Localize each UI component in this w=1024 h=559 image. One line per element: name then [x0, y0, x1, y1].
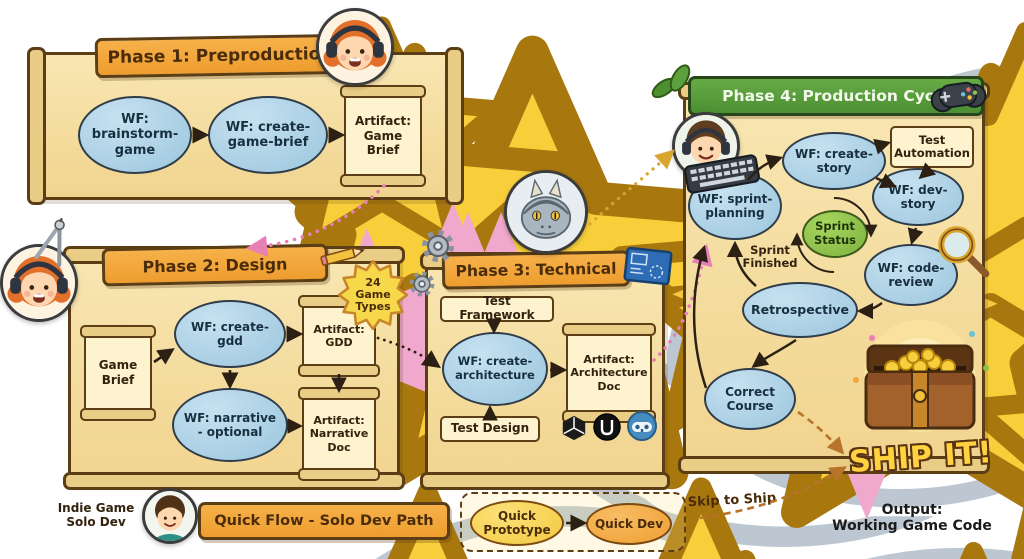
gear-icon — [420, 228, 456, 264]
phase2-banner: Phase 2: Design — [101, 243, 329, 287]
node-label: Test Automation — [894, 132, 970, 160]
node-label: WF: sprint-planning — [697, 191, 773, 220]
node-label: Artifact: Game Brief — [354, 114, 412, 158]
node-label: Sprint Status — [813, 219, 857, 247]
node-test-framework: Test Framework — [440, 294, 554, 322]
node-label: Artifact: Narrative Doc — [309, 413, 369, 454]
phase1-title: Phase 1: Preproduction — [107, 44, 333, 68]
output-label: Output: Working Game Code — [810, 502, 1014, 534]
node-label: Quick Prototype — [483, 508, 551, 537]
quick-flow-title: Quick Flow - Solo Dev Path — [214, 513, 434, 529]
node-wf-narrative-optional: WF: narrative - optional — [172, 388, 288, 462]
node-quick-prototype: Quick Prototype — [470, 500, 564, 546]
node-sprint-status: Sprint Status — [802, 210, 868, 258]
node-test-automation: Test Automation — [890, 126, 974, 168]
node-label: WF: create-architecture — [455, 354, 535, 382]
node-wf-create-architecture: WF: create-architecture — [442, 332, 548, 406]
node-label: Artifact: Architecture Doc — [570, 352, 648, 393]
node-wf-dev-story: WF: dev-story — [872, 168, 964, 226]
phase1-banner: Phase 1: Preproduction — [94, 33, 346, 79]
quick-flow-banner: Quick Flow - Solo Dev Path — [198, 502, 450, 540]
node-label: WF: create-gdd — [191, 319, 269, 348]
node-label: Quick Dev — [594, 516, 664, 531]
node-label: WF: create-game-brief — [225, 119, 311, 150]
node-artifact-architecture-doc: Artifact: Architecture Doc — [562, 323, 656, 423]
magnifier-icon — [934, 222, 992, 280]
badge-label: 24 Game Types — [355, 276, 391, 313]
node-label: WF: dev-story — [888, 182, 948, 211]
node-wf-create-game-brief: WF: create-game-brief — [208, 96, 328, 174]
node-retrospective: Retrospective — [742, 282, 858, 338]
solo-dev-label: Indie Game Solo Dev — [57, 501, 135, 529]
node-label: WF: create-story — [795, 146, 873, 175]
unreal-engine-icon — [592, 412, 622, 442]
node-label: Test Design — [450, 421, 530, 436]
gear-icon — [408, 270, 436, 298]
phase3-title: Phase 3: Technical — [455, 259, 617, 281]
leaf-icon — [648, 62, 700, 106]
node-quick-dev: Quick Dev — [586, 503, 672, 545]
node-label: Game Brief — [98, 358, 138, 387]
node-artifact-narrative-doc: Artifact: Narrative Doc — [298, 387, 380, 481]
star-decoration — [845, 552, 1024, 559]
output-title: Output: — [881, 502, 943, 518]
node-label: Correct Course — [725, 384, 775, 413]
phase4-title: Phase 4: Production Cycle — [722, 87, 950, 105]
node-label: Retrospective — [751, 301, 849, 317]
node-label: Test Framework — [459, 294, 535, 322]
phase3-banner: Phase 3: Technical — [441, 250, 631, 290]
sprint-finished-label: Sprint Finished — [742, 243, 798, 271]
node-label: WF: brainstorm-game — [91, 112, 179, 158]
node-artifact-game-brief: Artifact: Game Brief — [340, 85, 426, 187]
treasure-chest-icon — [842, 310, 998, 450]
skip-to-ship-label: Skip to Ship — [687, 490, 777, 511]
node-test-design: Test Design — [440, 416, 540, 442]
unity-engine-icon — [560, 414, 588, 442]
node-correct-course: Correct Course — [704, 368, 796, 430]
phase1-host-avatar — [316, 8, 394, 86]
phase2-title: Phase 2: Design — [142, 253, 288, 277]
node-label: WF: narrative - optional — [183, 410, 277, 439]
solo-dev-avatar — [142, 488, 198, 544]
node-wf-brainstorm-game: WF: brainstorm-game — [78, 96, 192, 174]
godot-engine-icon — [626, 410, 658, 442]
dragon-avatar — [504, 170, 588, 254]
output-value: Working Game Code — [832, 518, 992, 535]
node-wf-create-gdd: WF: create-gdd — [174, 300, 286, 368]
game-types-badge: 24 Game Types — [338, 260, 408, 330]
arrow-dragon-to-phase4 — [588, 149, 675, 226]
blueprint-icon — [622, 246, 674, 287]
node-game-brief-input: Game Brief — [80, 325, 156, 421]
node-wf-create-story: WF: create-story — [782, 132, 886, 190]
game-controller-icon — [926, 70, 991, 118]
